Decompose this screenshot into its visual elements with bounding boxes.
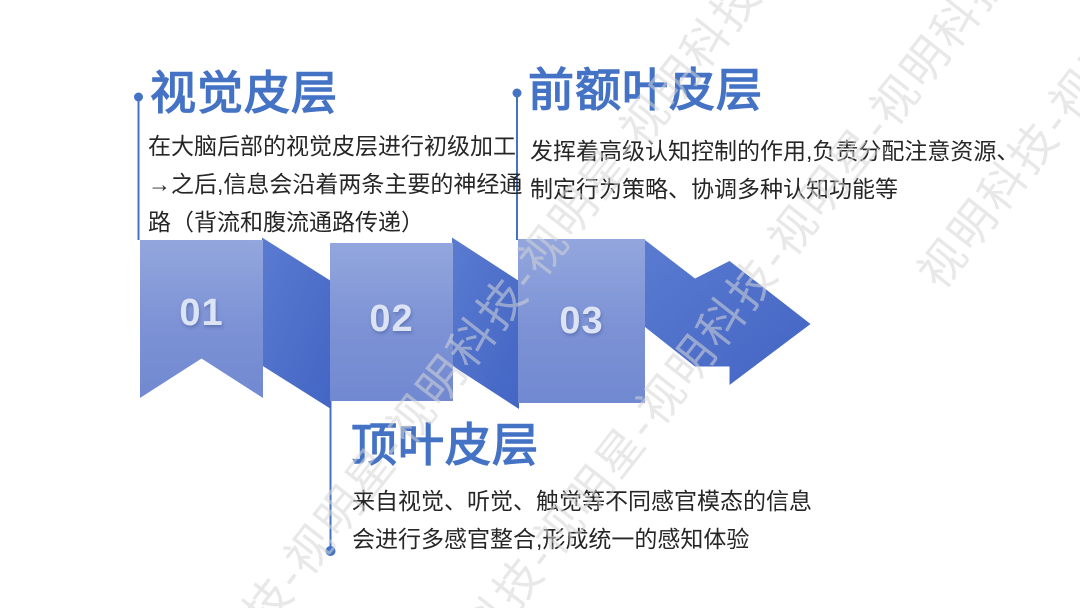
step-2-panel: [330, 243, 453, 401]
step-1-banner: [140, 240, 263, 398]
section-2-title: 前额叶皮层: [528, 64, 763, 116]
callout-dot-1: [134, 92, 143, 102]
section-1-description: 在大脑后部的视觉皮层进行初级加工 →之后,信息会沿着两条主要的神经通 路（背流和…: [148, 127, 522, 241]
description-line: 来自视觉、听觉、触觉等不同感官模态的信息: [352, 488, 812, 514]
callout-dot-2: [512, 88, 522, 98]
description-line: 会进行多感官整合,形成统一的感知体验: [352, 526, 750, 552]
ribbon-fold-2-3: [452, 237, 519, 409]
description-line: 发挥着高级认知控制的作用,负责分配注意资源、: [530, 138, 1020, 164]
flow-arrow: [645, 240, 811, 385]
section-1-title: 视觉皮层: [150, 67, 338, 119]
description-line: 制定行为策略、协调多种认知功能等: [530, 176, 898, 202]
callout-dot-3: [325, 546, 336, 556]
step-3-panel: [518, 239, 645, 403]
section-3-title: 顶叶皮层: [351, 419, 539, 471]
step-3-number: 03: [559, 300, 604, 342]
step-2-number: 02: [369, 298, 414, 340]
ribbon-fold-1-2: [262, 237, 331, 409]
description-line: 在大脑后部的视觉皮层进行初级加工: [148, 133, 516, 159]
description-line: 路（背流和腹流通路传递）: [148, 209, 424, 235]
section-3-description: 来自视觉、听觉、触觉等不同感官模态的信息 会进行多感官整合,形成统一的感知体验: [352, 482, 812, 558]
section-2-description: 发挥着高级认知控制的作用,负责分配注意资源、 制定行为策略、协调多种认知功能等: [530, 132, 1019, 208]
description-line: →之后,信息会沿着两条主要的神经通: [148, 171, 523, 197]
step-1-number: 01: [179, 292, 224, 334]
